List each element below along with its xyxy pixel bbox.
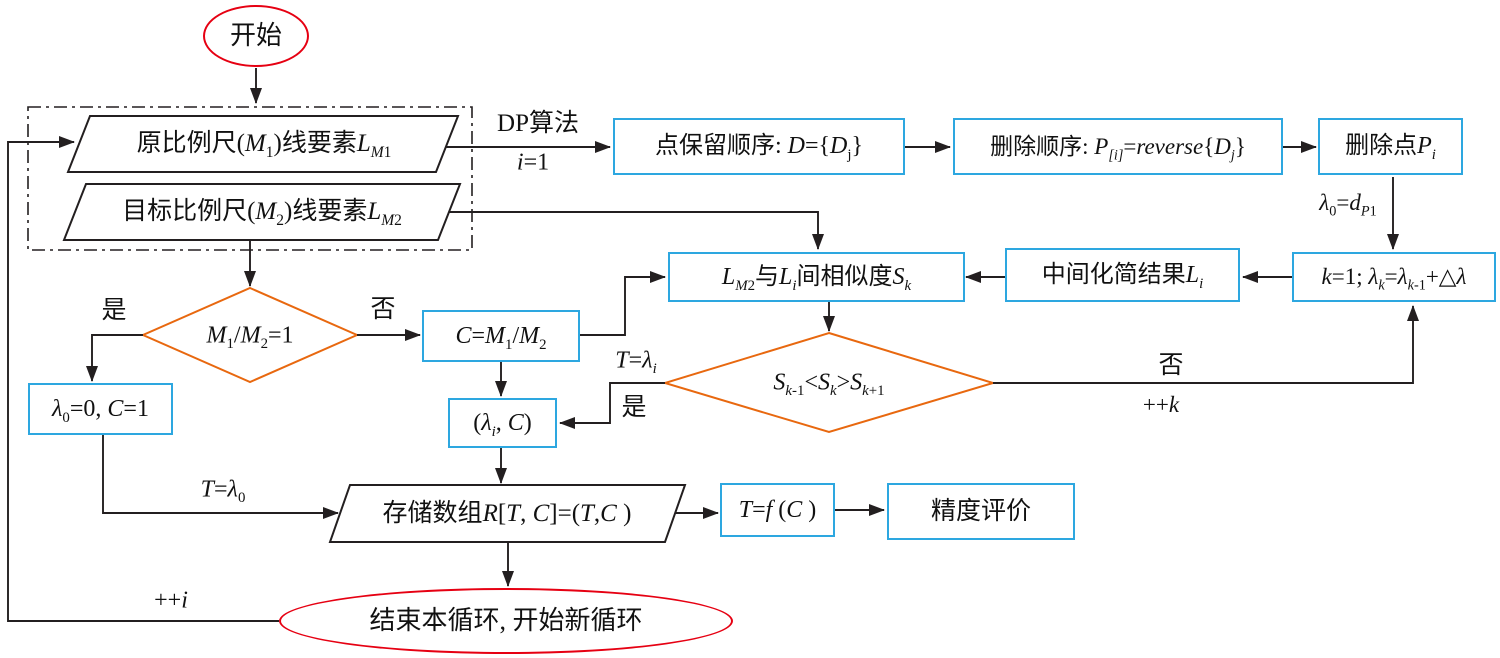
delete-order-node: 删除顺序: P[i]=reverse{Dj}: [953, 118, 1283, 175]
peak-check-diamond: [661, 331, 997, 434]
edge-lambda-init-to-store: [102, 435, 339, 519]
delete-point-node: 删除点Pi: [1318, 118, 1463, 175]
delete-point-label: 删除点Pi: [1345, 133, 1436, 164]
input-lm2-shape: [62, 183, 462, 241]
edge-cratio-to-similarity: [580, 271, 666, 336]
edge-peak-no-to-k: [993, 305, 1419, 384]
end-loop-label: 结束本循环, 开始新循环: [369, 605, 643, 635]
start-label: 开始: [229, 20, 282, 50]
k-update-node: k=1; λk=λk-1+△λ: [1292, 252, 1496, 302]
t-func-label: T=f (C ): [738, 496, 817, 523]
lambda0-dp1-edge-label: λ0=dP1: [1319, 189, 1377, 220]
keep-order-node: 点保留顺序: D={Dj}: [613, 118, 905, 175]
start-node: 开始: [203, 5, 309, 67]
t-func-node: T=f (C ): [720, 483, 835, 537]
store-array-label: 存储数组R[T, C]=(T,C ): [382, 499, 632, 527]
scale-no-edge-label: 否: [370, 295, 396, 323]
mid-result-node: 中间化简结果Li: [1005, 248, 1240, 302]
inc-i-edge-label: ++i: [154, 587, 188, 614]
lambda-init-node: λ0=0, C=1: [28, 383, 173, 435]
scale-check-diamond: [140, 286, 360, 384]
lambda-init-label: λ0=0, C=1: [52, 395, 149, 426]
dp-algorithm-edge-label: DP算法: [497, 109, 579, 137]
peak-no-edge-label: 否: [1158, 351, 1184, 379]
edge-end-loop-to-lm1: [7, 136, 279, 622]
t-lambda-0-edge-label: T=λ0: [200, 476, 246, 507]
input-lm2-label: 目标比例尺(M2)线要素LM2: [122, 197, 402, 229]
peak-yes-edge-label: 是: [621, 393, 647, 421]
t-lambda-i-edge-label: T=λi: [615, 347, 657, 378]
end-loop-node: 结束本循环, 开始新循环: [279, 588, 733, 654]
c-ratio-node: C=M1/M2: [422, 310, 580, 362]
peak-check-label: Sk-1<Sk>Sk+1: [773, 369, 885, 400]
keep-order-label: 点保留顺序: D={Dj}: [654, 133, 864, 164]
c-ratio-label: C=M1/M2: [455, 322, 547, 353]
delete-order-label: 删除顺序: P[i]=reverse{Dj}: [990, 133, 1246, 164]
similarity-label: LM2与Li间相似度Sk: [721, 263, 912, 294]
store-array-shape: [328, 484, 687, 543]
edge-lm2-to-similarity: [449, 211, 824, 250]
k-update-label: k=1; λk=λk-1+△λ: [1321, 264, 1467, 294]
inc-k-edge-label: ++k: [1142, 391, 1180, 417]
evaluate-node: 精度评价: [887, 483, 1075, 540]
edge-scale-yes-to-lambda-init: [86, 334, 143, 382]
scale-yes-edge-label: 是: [101, 296, 127, 324]
i-init-edge-label: i=1: [516, 149, 550, 176]
scale-check-label: M1/M2=1: [206, 322, 294, 353]
mid-result-label: 中间化简结果Li: [1041, 261, 1204, 292]
similarity-node: LM2与Li间相似度Sk: [668, 252, 965, 302]
lambda-c-label: (λi, C): [473, 409, 532, 440]
edge-peak-yes-to-lambda-c: [559, 382, 665, 429]
evaluate-label: 精度评价: [930, 497, 1031, 525]
input-lm1-shape: [66, 115, 460, 173]
lambda-c-node: (λi, C): [448, 398, 557, 448]
input-lm1-label: 原比例尺(M1)线要素LM1: [136, 129, 392, 161]
